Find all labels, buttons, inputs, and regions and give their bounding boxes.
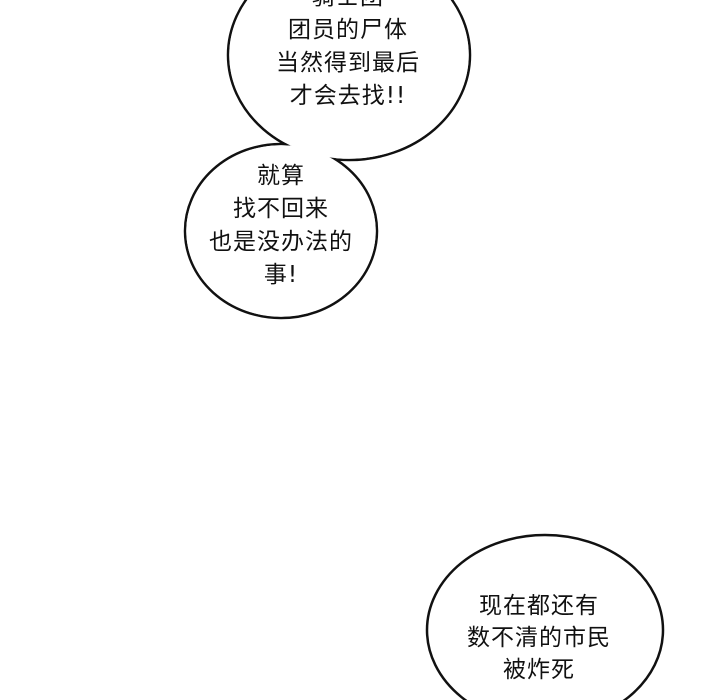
speech-line: 才会去找!! [289, 83, 407, 109]
speech-line: 就算 [257, 163, 305, 189]
speech-bubble-2-text: 就算 找不回来 也是没办法的 事! [196, 160, 366, 292]
speech-line: 当然得到最后 [276, 50, 420, 76]
speech-line: 也是没办法的 [209, 229, 353, 255]
speech-bubble-3 [425, 533, 665, 700]
speech-line: 团员的尸体 [288, 17, 408, 43]
speech-line: 现在都还有 [479, 593, 599, 619]
speech-line: 骑士团 [250, 0, 446, 14]
speech-line: 被炸死 [503, 657, 575, 683]
speech-bubble-3-text: 现在都还有 数不清的市民 被炸死 [444, 590, 634, 686]
speech-line: 找不回来 [233, 196, 329, 222]
speech-line: 事! [263, 262, 299, 288]
speech-line: 数不清的市民 [467, 625, 611, 651]
speech-bubble-1-text: 骑士团 团员的尸体 当然得到最后 才会去找!! [250, 0, 446, 113]
